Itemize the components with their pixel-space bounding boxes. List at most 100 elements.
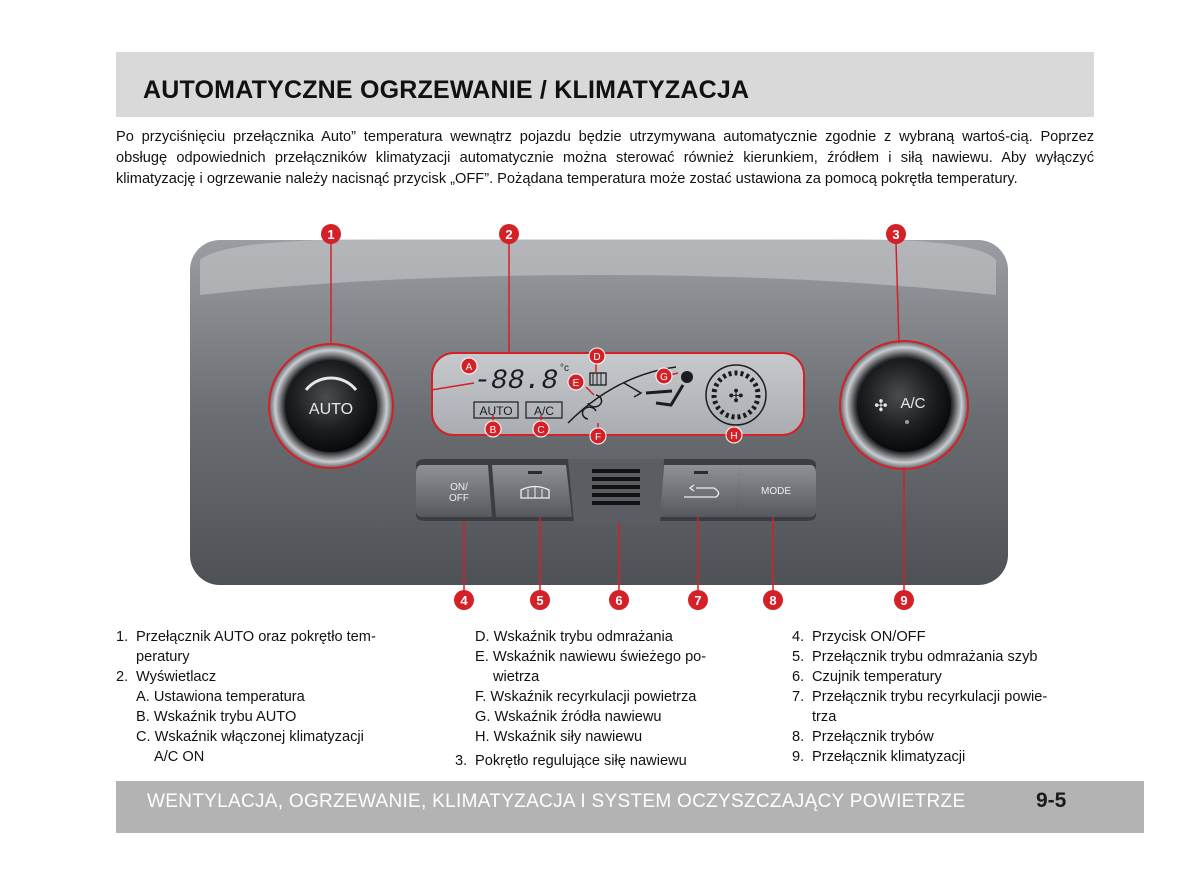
callout-1: 1 <box>321 224 341 244</box>
legend-item-text: Pokrętło regulujące siłę nawiewu <box>475 753 687 769</box>
legend-subitem-g: G. Wskaźnik źródła nawiewu <box>475 709 662 725</box>
callout-d: D <box>588 347 606 365</box>
display-auto-indicator: AUTO <box>479 404 512 418</box>
legend-column-2: D. Wskaźnik trybu odmrażania E. Wskaźnik… <box>455 627 757 771</box>
callout-7: 7 <box>688 590 708 610</box>
legend-item-number: 2. <box>116 669 129 685</box>
defrost-icon <box>520 485 550 499</box>
callout-3: 3 <box>886 224 906 244</box>
legend-item-text: Przełącznik AUTO oraz pokrętło tem- <box>136 629 376 645</box>
legend-item-4: 4. Przycisk ON/OFF <box>792 627 1094 647</box>
ac-indicator-dot <box>905 420 909 424</box>
panel-top-bezel <box>200 238 996 295</box>
callout-h: H <box>725 426 743 444</box>
callout-d-label: D <box>593 352 600 363</box>
callout-2-label: 2 <box>505 227 512 242</box>
callout-9-label: 9 <box>900 593 907 608</box>
callout-4: 4 <box>454 590 474 610</box>
callout-6: 6 <box>609 590 629 610</box>
fan-speed-indicator-icon: ✣ <box>705 364 767 426</box>
callout-9: 9 <box>894 590 914 610</box>
legend-item-5: 5. Przełącznik trybu odmrażania szyb <box>792 647 1094 667</box>
display-unit: °c <box>560 363 569 374</box>
legend-subitem-c: C. Wskaźnik włączonej klimatyzacji <box>136 729 364 745</box>
legend-item-text: Przełącznik trybów <box>812 729 934 745</box>
callout-3-label: 3 <box>892 227 899 242</box>
legend-item-text: Przycisk ON/OFF <box>812 629 926 645</box>
legend-item-number: 5. <box>792 649 805 665</box>
legend-item-3: 3. Pokrętło regulujące siłę nawiewu <box>455 751 757 771</box>
callout-4-label: 4 <box>460 593 468 608</box>
display-temperature: -88.8 <box>474 366 558 397</box>
legend-item-6: 6. Czujnik temperatury <box>792 667 1094 687</box>
legend-item-8: 8. Przełącznik trybów <box>792 727 1094 747</box>
ac-knob-label: A/C <box>900 395 925 412</box>
on-off-label-line2: OFF <box>449 493 469 504</box>
callout-f-label: F <box>595 432 601 443</box>
callout-5: 5 <box>530 590 550 610</box>
legend-item-7: 7. Przełącznik trybu recyrkulacji powie- <box>792 687 1094 707</box>
legend-item-number: 3. <box>455 753 468 769</box>
callout-a-label: A <box>466 362 473 373</box>
legend-item-2: 2. Wyświetlacz <box>116 667 418 687</box>
callout-b: B <box>484 420 502 438</box>
legend-item-number: 1. <box>116 629 129 645</box>
callout-a: A <box>460 357 478 375</box>
page-title: AUTOMATYCZNE OGRZEWANIE / KLIMATYZACJA <box>143 76 750 104</box>
defrost-indicator-icon <box>589 372 607 386</box>
legend-item-text: Przełącznik trybu odmrażania szyb <box>812 649 1038 665</box>
auto-temperature-knob[interactable]: AUTO <box>268 343 394 469</box>
defrost-button[interactable] <box>492 465 572 517</box>
legend-subitem-continuation: wietrza <box>493 669 540 685</box>
legend-subitem-b: B. Wskaźnik trybu AUTO <box>136 709 297 725</box>
recirculation-button[interactable] <box>660 465 740 517</box>
callout-g-label: G <box>660 372 668 383</box>
legend-column-1: 1. Przełącznik AUTO oraz pokrętło tem- p… <box>116 627 418 767</box>
legend-item-number: 8. <box>792 729 805 745</box>
page-footer: WENTYLACJA, OGRZEWANIE, KLIMATYZACJA I S… <box>116 781 1144 833</box>
legend-subitem-h: H. Wskaźnik siły nawiewu <box>475 729 643 745</box>
mode-label: MODE <box>761 486 791 497</box>
on-off-label-line1: ON/ <box>450 482 468 493</box>
legend-item-text: Przełącznik trybu recyrkulacji powie- <box>812 689 1048 705</box>
mode-button[interactable]: MODE <box>736 465 816 517</box>
callout-g: G <box>655 367 673 385</box>
svg-text:✣: ✣ <box>728 386 743 406</box>
legend-item-number: 4. <box>792 629 805 645</box>
legend-item-number: 7. <box>792 689 805 705</box>
callout-b-label: B <box>490 425 497 436</box>
legend-subitem-f: F. Wskaźnik recyrkulacji powietrza <box>475 689 697 705</box>
ac-fan-knob[interactable]: ✣ A/C <box>839 340 969 470</box>
page-number: 9-5 <box>1036 789 1067 812</box>
callout-8-label: 8 <box>769 593 776 608</box>
legend-item-9: 9. Przełącznik klimatyzacji <box>792 747 1094 767</box>
auto-knob-label: AUTO <box>309 401 353 418</box>
climate-control-figure: AUTO ✣ A/C -88.8 °c AUTO A/C <box>190 224 1008 610</box>
callout-1-label: 1 <box>327 227 334 242</box>
legend-item-number: 6. <box>792 669 805 685</box>
display-ac-indicator: A/C <box>534 404 554 418</box>
fan-icon: ✣ <box>874 398 887 415</box>
callout-6-label: 6 <box>615 593 622 608</box>
section-header: AUTOMATYCZNE OGRZEWANIE / KLIMATYZACJA <box>116 52 1094 117</box>
footer-chapter-title: WENTYLACJA, OGRZEWANIE, KLIMATYZACJA I S… <box>147 791 966 812</box>
callout-h-label: H <box>730 431 737 442</box>
legend-item-text: Czujnik temperatury <box>812 669 942 685</box>
legend-item-number: 9. <box>792 749 805 765</box>
legend-item-continuation: peratury <box>136 649 190 665</box>
temperature-sensor <box>568 459 664 523</box>
display-panel: -88.8 °c AUTO A/C ✣ <box>431 352 805 436</box>
legend-column-3: 4. Przycisk ON/OFF 5. Przełącznik trybu … <box>792 627 1094 767</box>
callout-8: 8 <box>763 590 783 610</box>
callout-c-label: C <box>537 425 544 436</box>
legend-subitem-continuation: A/C ON <box>154 749 205 765</box>
legend-item-continuation: trza <box>812 709 837 725</box>
callout-2: 2 <box>499 224 519 244</box>
legend-subitem-e: E. Wskaźnik nawiewu świeżego po- <box>475 649 707 665</box>
intro-paragraph: Po przyciśnięciu przełącznika Auto” temp… <box>116 129 1094 187</box>
legend-subitem-a: A. Ustawiona temperatura <box>136 689 305 705</box>
on-off-button[interactable]: ON/ OFF <box>416 465 492 517</box>
callout-e: E <box>567 373 585 391</box>
callout-c: C <box>532 420 550 438</box>
callout-f: F <box>589 427 607 445</box>
